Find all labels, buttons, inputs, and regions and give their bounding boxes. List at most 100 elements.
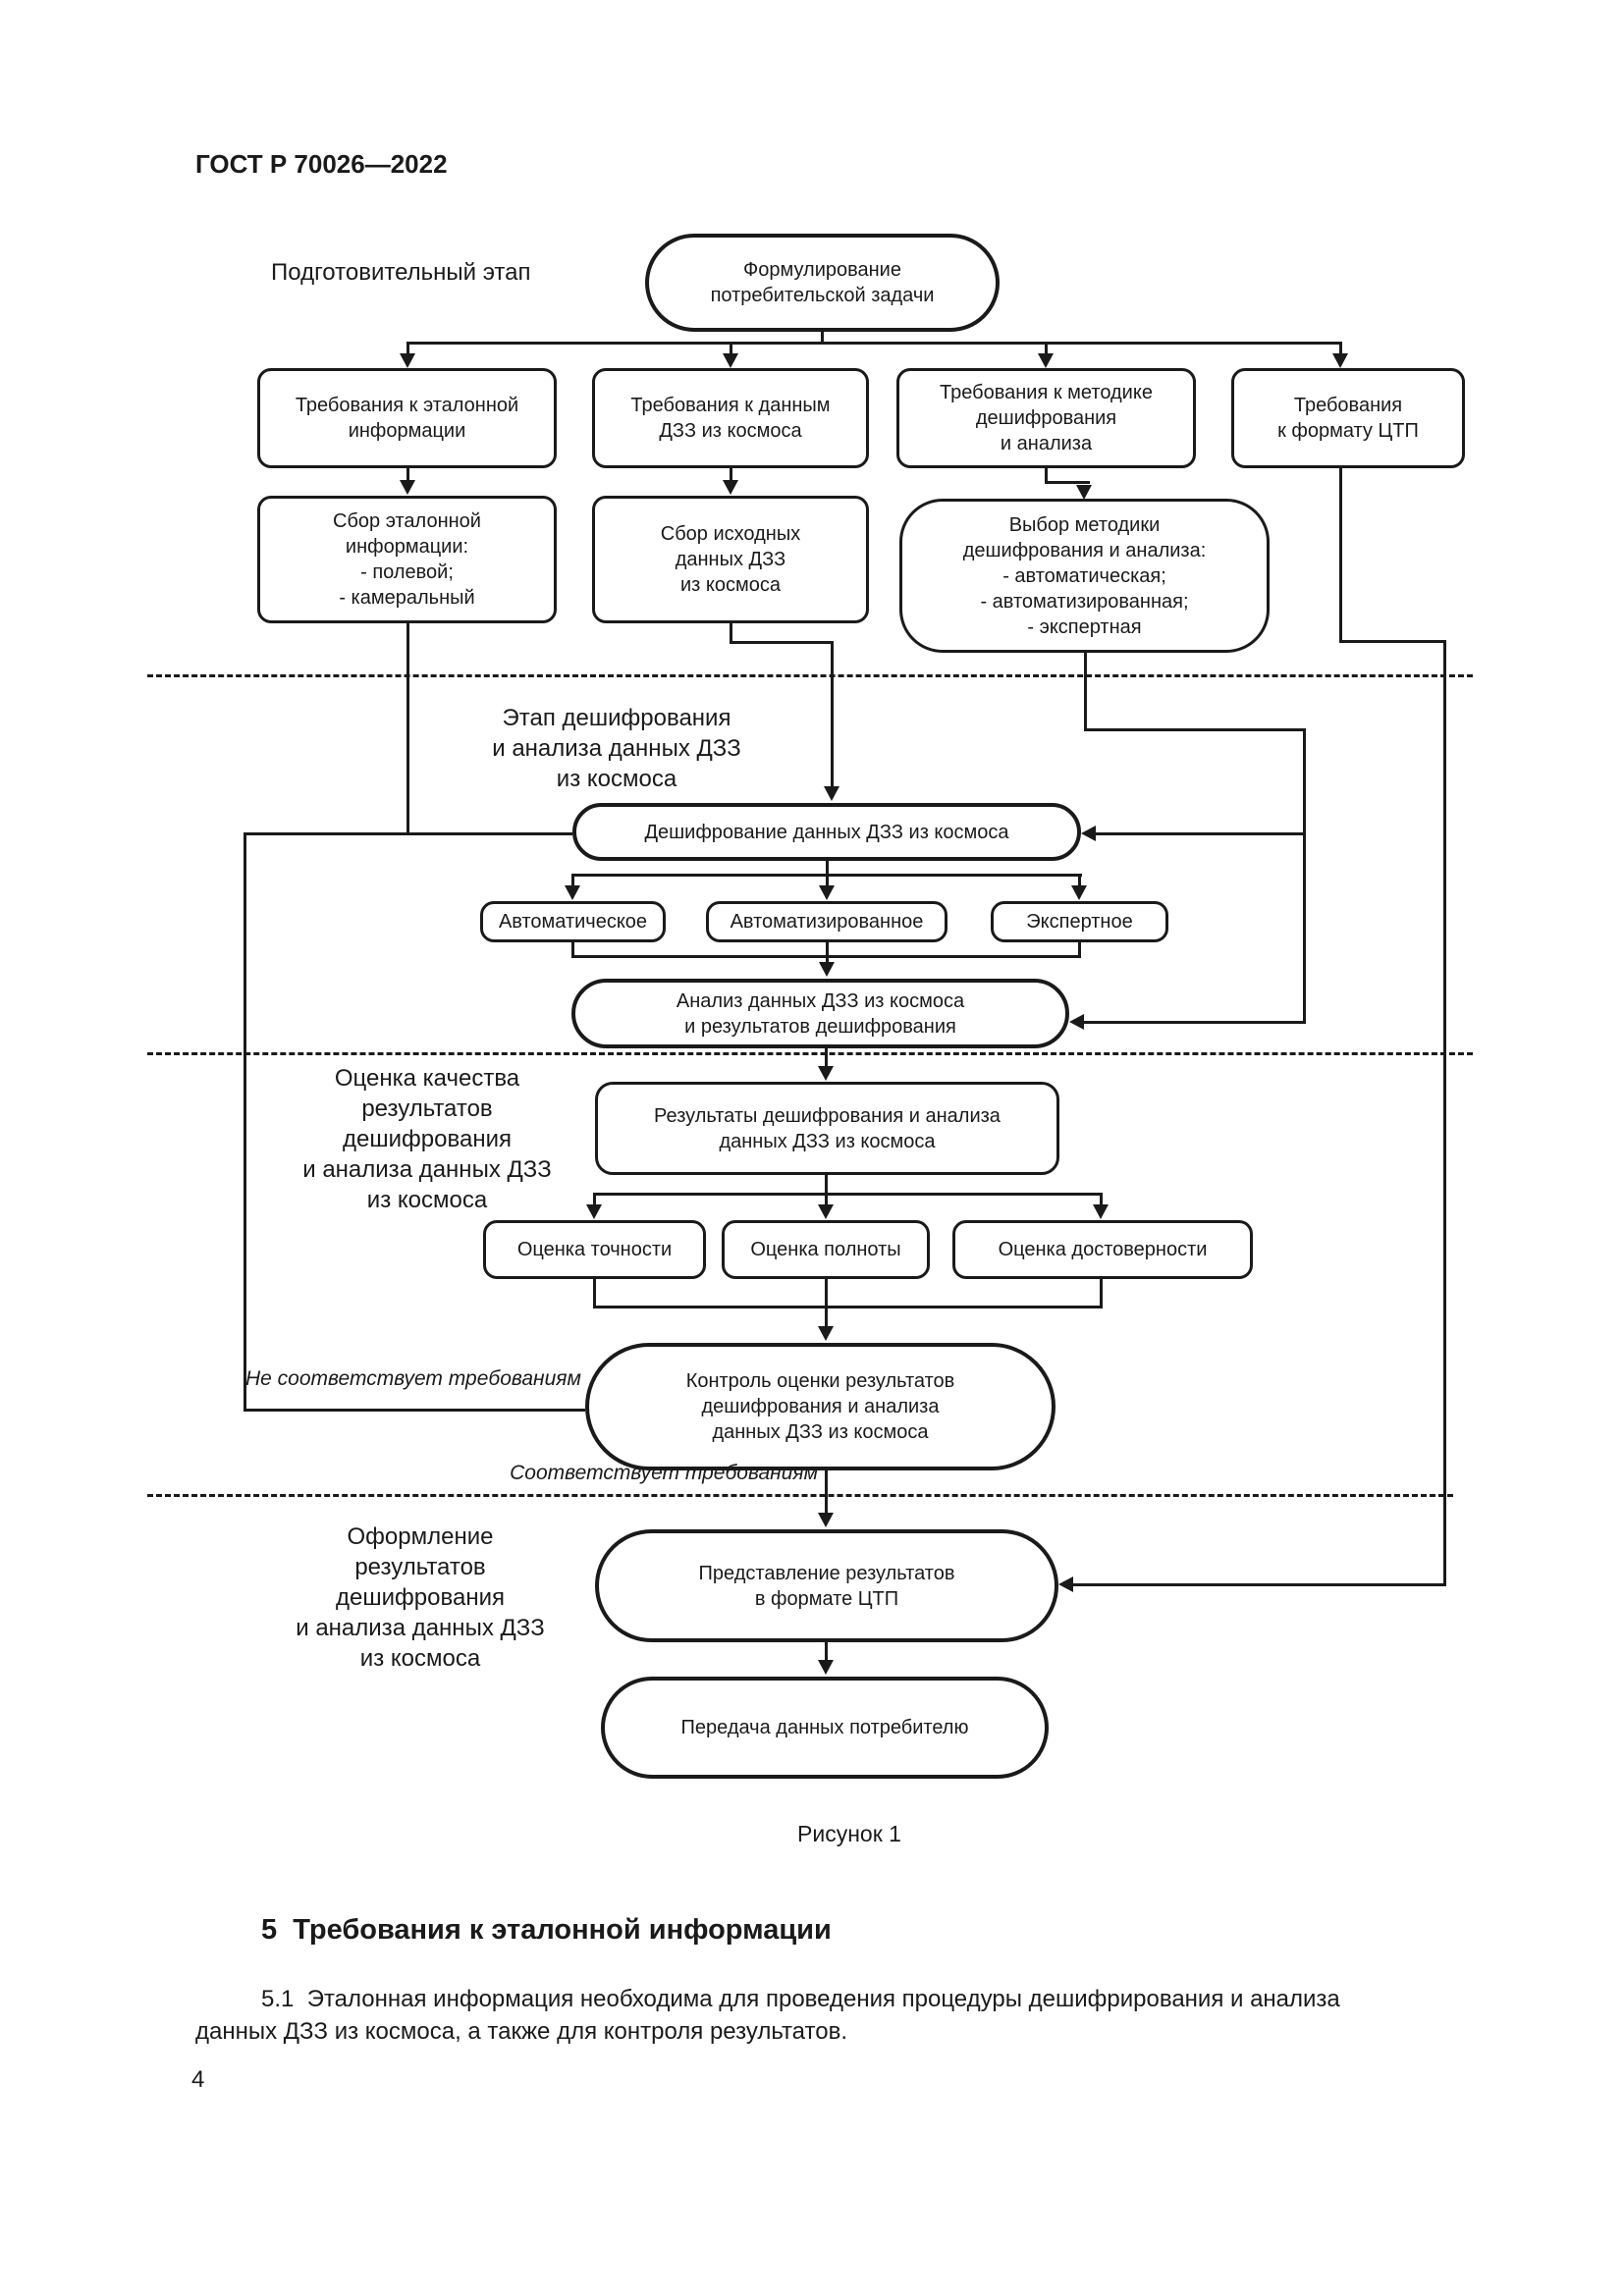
connector: [825, 1642, 828, 1662]
connector: [571, 942, 574, 958]
connector: [406, 342, 409, 355]
connector: [730, 342, 732, 355]
arrowhead-down: [818, 1066, 834, 1081]
arrowhead-left: [1058, 1576, 1073, 1592]
arrowhead-down: [818, 1326, 834, 1341]
arrowhead-left: [1069, 1014, 1084, 1030]
connector: [730, 641, 834, 644]
connector: [825, 1470, 828, 1514]
connector: [406, 623, 409, 835]
page-header: ГОСТ Р 70026—2022: [195, 149, 448, 179]
node-present: Представление результатов в формате ЦТП: [595, 1529, 1058, 1642]
arrowhead-down: [723, 480, 738, 495]
arrowhead-left: [1081, 826, 1096, 841]
connector: [1084, 728, 1306, 731]
connector: [1084, 653, 1087, 731]
connector: [825, 1279, 828, 1308]
node-collect-reference: Сбор эталонной информации: - полевой; - …: [257, 496, 557, 623]
connector: [826, 942, 829, 958]
connector: [593, 1306, 1103, 1308]
connector: [593, 1279, 596, 1308]
connector: [244, 1409, 585, 1412]
node-score-accuracy: Оценка точности: [483, 1220, 706, 1279]
arrowhead-down: [824, 786, 839, 801]
connector: [1071, 1583, 1446, 1586]
label-fail-branch: Не соответствует требованиям: [245, 1367, 581, 1390]
node-transfer: Передача данных потребителю: [601, 1677, 1049, 1779]
node-decode: Дешифрование данных ДЗЗ из космоса: [572, 803, 1081, 861]
connector: [406, 468, 409, 482]
figure-caption: Рисунок 1: [797, 1821, 901, 1846]
connector: [1339, 468, 1342, 643]
arrowhead-down: [819, 962, 835, 977]
stage-divider: [147, 674, 1473, 677]
arrowhead-down: [565, 885, 580, 900]
node-results: Результаты дешифрования и анализа данных…: [595, 1082, 1059, 1175]
connector: [1303, 728, 1306, 1024]
node-req-method: Требования к методике дешифрования и ана…: [896, 368, 1196, 468]
label-pass-branch: Соответствует требованиям: [510, 1462, 818, 1484]
connector: [826, 874, 829, 887]
stage-label-decoding: Этап дешифрования и анализа данных ДЗЗ и…: [492, 705, 741, 792]
stage-label-quality: Оценка качества результатов дешифрования…: [302, 1065, 552, 1213]
connector: [831, 641, 834, 788]
connector: [1100, 1279, 1103, 1308]
arrowhead-down: [400, 353, 415, 368]
connector: [593, 1193, 1103, 1196]
arrowhead-down: [818, 1660, 834, 1675]
node-control: Контроль оценки результатов дешифрования…: [585, 1343, 1056, 1470]
connector: [825, 1193, 828, 1205]
connector: [244, 832, 572, 835]
connector: [1045, 481, 1090, 484]
connector: [244, 832, 246, 1412]
node-method-expert: Экспертное: [991, 901, 1168, 942]
connector: [593, 1193, 596, 1205]
connector: [730, 468, 732, 482]
arrowhead-down: [1332, 353, 1348, 368]
paragraph-line: данных ДЗЗ из космоса, а также для контр…: [195, 2018, 847, 2045]
arrowhead-down: [1076, 485, 1092, 500]
arrowhead-down: [819, 885, 835, 900]
node-collect-data: Сбор исходных данных ДЗЗ из космоса: [592, 496, 869, 623]
connector: [1443, 640, 1446, 1586]
arrowhead-down: [1093, 1204, 1109, 1219]
connector: [406, 342, 1342, 345]
arrowhead-down: [1071, 885, 1087, 900]
connector: [1082, 1021, 1306, 1024]
connector: [1045, 468, 1048, 484]
connector: [825, 1306, 828, 1328]
connector: [1078, 942, 1081, 958]
stage-divider: [147, 1052, 1473, 1055]
node-method-auto: Автоматическое: [480, 901, 666, 942]
page-number: 4: [191, 2066, 205, 2093]
node-req-reference: Требования к эталонной информации: [257, 368, 557, 468]
node-req-format: Требования к формату ЦТП: [1231, 368, 1465, 468]
arrowhead-down: [1038, 353, 1054, 368]
connector: [1339, 640, 1446, 643]
connector: [1078, 874, 1081, 887]
connector: [571, 874, 574, 887]
arrowhead-down: [586, 1204, 602, 1219]
arrowhead-down: [723, 353, 738, 368]
arrowhead-down: [400, 480, 415, 495]
arrowhead-down: [818, 1513, 834, 1527]
stage-label-formatting: Оформление результатов дешифрования и ан…: [296, 1523, 545, 1672]
connector: [826, 861, 829, 877]
stage-divider: [147, 1494, 1453, 1497]
node-method-automated: Автоматизированное: [706, 901, 947, 942]
connector: [825, 1048, 828, 1068]
paragraph-line: 5.1 Эталонная информация необходима для …: [261, 1986, 1340, 2012]
connector: [1100, 1193, 1103, 1205]
node-formulate-task: Формулирование потребительской задачи: [645, 234, 1000, 332]
connector: [1094, 832, 1306, 835]
node-choose-method: Выбор методики дешифрования и анализа: -…: [899, 499, 1270, 653]
node-analyze: Анализ данных ДЗЗ из космоса и результат…: [571, 979, 1069, 1048]
node-score-completeness: Оценка полноты: [722, 1220, 930, 1279]
connector: [730, 623, 732, 644]
connector: [1339, 342, 1342, 355]
connector: [1045, 342, 1048, 355]
node-score-reliability: Оценка достоверности: [952, 1220, 1253, 1279]
arrowhead-down: [818, 1204, 834, 1219]
node-req-data: Требования к данным ДЗЗ из космоса: [592, 368, 869, 468]
